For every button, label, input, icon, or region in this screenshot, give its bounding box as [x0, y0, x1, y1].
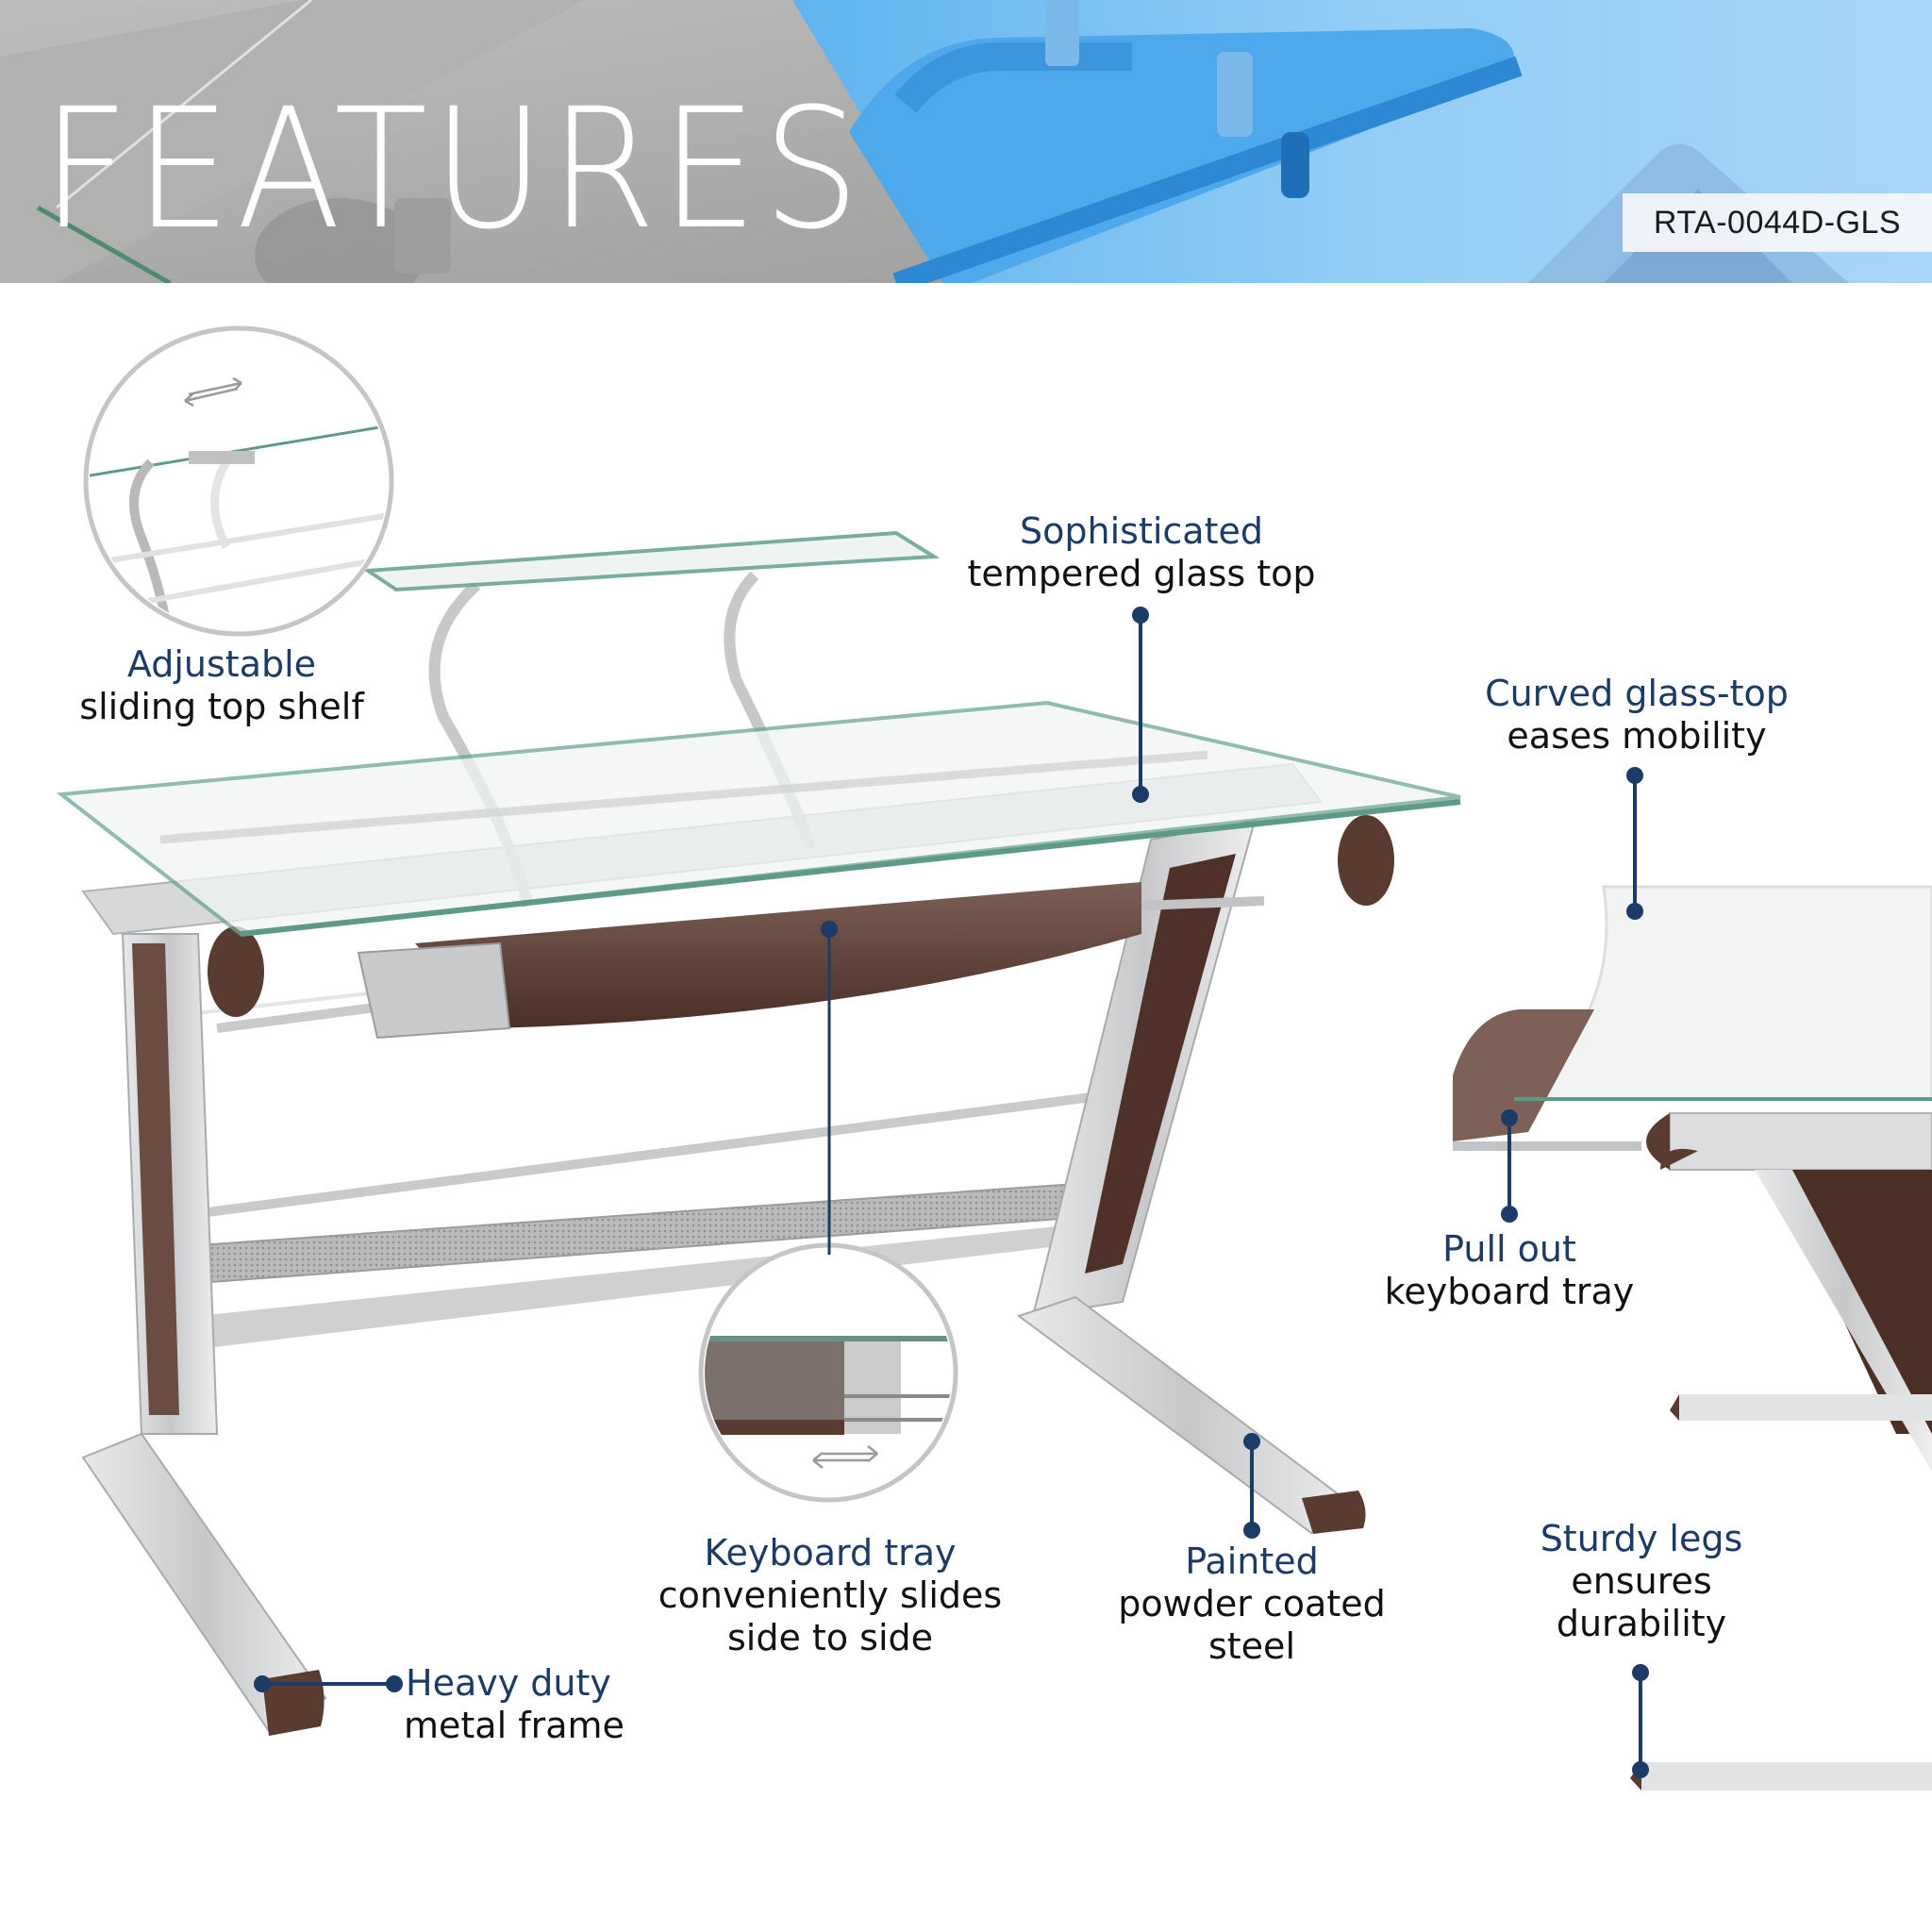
- callout-description: tempered glass top: [967, 553, 1316, 594]
- callout-metal-frame: Heavy duty metal frame: [404, 1662, 689, 1747]
- callout-pullout-tray: Pull out keyboard tray: [1358, 1228, 1660, 1313]
- callout-description: ensures: [1571, 1560, 1712, 1602]
- sku-label: RTA-0044D-GLS: [1653, 204, 1902, 241]
- callout-curved-top: Curved glass-top eases mobility: [1453, 673, 1821, 758]
- callout-description: side to side: [726, 1617, 934, 1658]
- callout-description: durability: [1556, 1603, 1727, 1644]
- callout-powder-coated: Painted powder coated steel: [1094, 1541, 1409, 1668]
- callout-heading: Painted: [1185, 1541, 1319, 1582]
- callout-heading: Curved glass-top: [1485, 673, 1789, 714]
- callout-glass-top: Sophisticated tempered glass top: [943, 510, 1340, 595]
- main-desk: [56, 530, 1461, 1736]
- callout-keyboard-tray: Keyboard tray conveniently slides side t…: [623, 1532, 1038, 1659]
- callout-heading: Adjustable: [126, 643, 317, 685]
- detail-circle-shelf: [83, 325, 394, 637]
- double-arrow-icon: [812, 1445, 878, 1469]
- side-desk-view: [1453, 885, 1932, 1790]
- callout-heading: Keyboard tray: [704, 1532, 957, 1574]
- double-arrow-icon: [184, 376, 242, 408]
- callout-description: steel: [1208, 1625, 1295, 1667]
- callout-description: powder coated: [1118, 1583, 1386, 1624]
- callout-heading: Sturdy legs: [1540, 1518, 1743, 1559]
- header-banner: FEATURES RTA-0044D-GLS: [0, 0, 1932, 283]
- callout-description: sliding top shelf: [79, 686, 364, 727]
- callout-heading: Sophisticated: [1020, 510, 1263, 552]
- callout-heading: Pull out: [1442, 1228, 1576, 1270]
- callout-description: metal frame: [404, 1705, 625, 1746]
- callout-description: conveniently slides: [658, 1574, 1003, 1616]
- callout-sliding-shelf: Adjustable sliding top shelf: [57, 643, 387, 728]
- callout-sturdy-legs: Sturdy legs ensures durability: [1500, 1518, 1783, 1645]
- callout-description: eases mobility: [1507, 715, 1767, 757]
- callout-connectors: [254, 607, 1649, 1778]
- detail-circle-tray: [698, 1242, 958, 1503]
- callout-description: keyboard tray: [1384, 1271, 1635, 1312]
- page-title: FEATURES: [42, 73, 865, 266]
- sku-badge: RTA-0044D-GLS: [1623, 193, 1932, 252]
- callout-heading: Heavy duty: [406, 1662, 611, 1704]
